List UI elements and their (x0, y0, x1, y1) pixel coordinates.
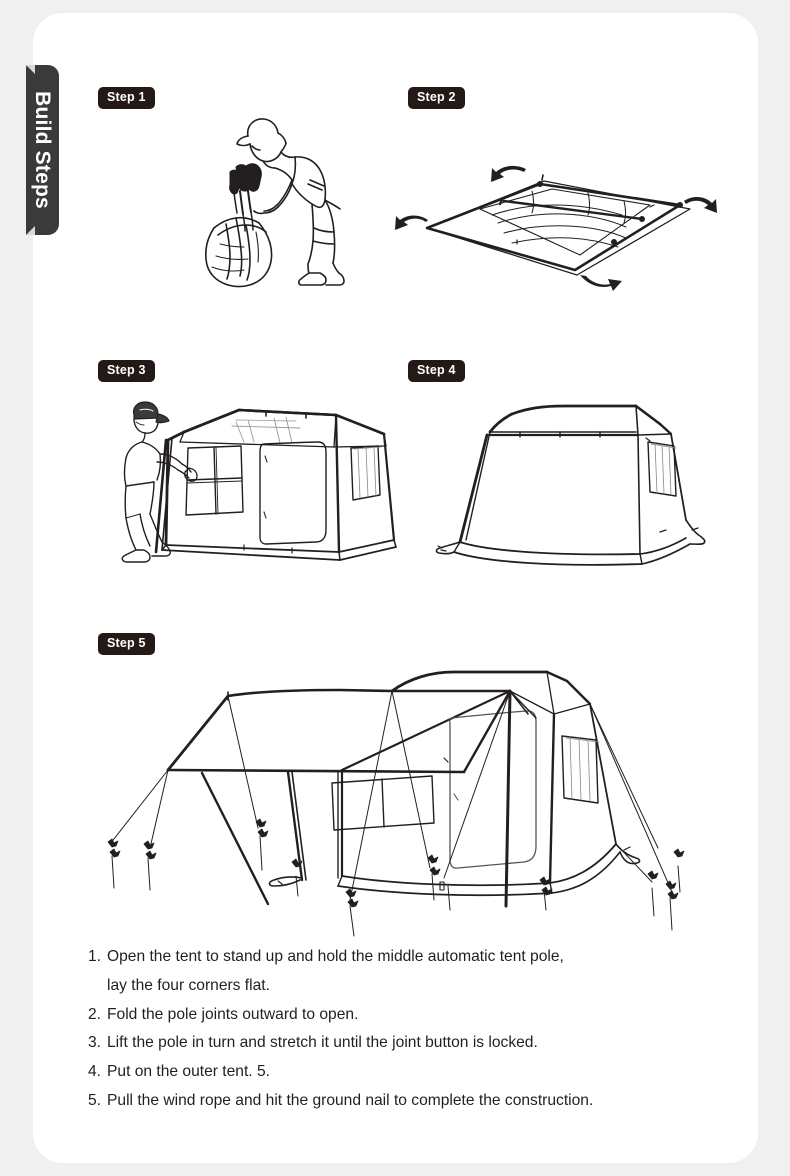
step-badge-2: Step 2 (408, 87, 465, 109)
instruction-text-1-line-1: Open the tent to stand up and hold the m… (107, 948, 564, 965)
instruction-item-4: 4. Put on the outer tent. 5. (88, 1058, 713, 1087)
instruction-card (33, 13, 758, 1163)
side-tab-fold-top (26, 65, 35, 74)
illustration-step-3 (96, 390, 406, 575)
step-badge-3: Step 3 (98, 360, 155, 382)
instruction-text-4: Put on the outer tent. 5. (107, 1063, 270, 1081)
illustration-step-2 (392, 143, 722, 298)
instruction-number-2: 2. (88, 1005, 102, 1023)
step-badge-5: Step 5 (98, 633, 155, 655)
instruction-text-1: Open the tent to stand up and hold the m… (107, 943, 713, 1001)
step-badge-4: Step 4 (408, 360, 465, 382)
instruction-number-5: 5. (88, 1091, 102, 1109)
illustration-step-1 (196, 104, 346, 289)
instruction-number-3: 3. (88, 1034, 102, 1052)
side-tab-build-steps[interactable]: Build Steps (26, 65, 59, 235)
instruction-text-1-line-2: lay the four corners flat. (107, 976, 270, 994)
instruction-text-3: Lift the pole in turn and stretch it unt… (107, 1034, 538, 1052)
side-tab-fold-bottom (26, 226, 35, 235)
instruction-item-2: 2. Fold the pole joints outward to open. (88, 1001, 713, 1030)
instruction-text-2: Fold the pole joints outward to open. (107, 1005, 359, 1023)
instruction-item-5: 5. Pull the wind rope and hit the ground… (88, 1087, 713, 1116)
instruction-number-1: 1. (88, 948, 102, 965)
illustration-step-4 (424, 402, 714, 577)
instruction-item-1: 1. Open the tent to stand up and hold th… (88, 943, 713, 1001)
step-badge-1: Step 1 (98, 87, 155, 109)
side-tab-label: Build Steps (31, 91, 55, 209)
instruction-item-3: 3. Lift the pole in turn and stretch it … (88, 1029, 713, 1058)
instruction-number-4: 4. (88, 1063, 102, 1081)
instruction-list: 1. Open the tent to stand up and hold th… (88, 943, 713, 1116)
instruction-text-5: Pull the wind rope and hit the ground na… (107, 1091, 594, 1109)
illustration-step-5 (92, 648, 710, 937)
